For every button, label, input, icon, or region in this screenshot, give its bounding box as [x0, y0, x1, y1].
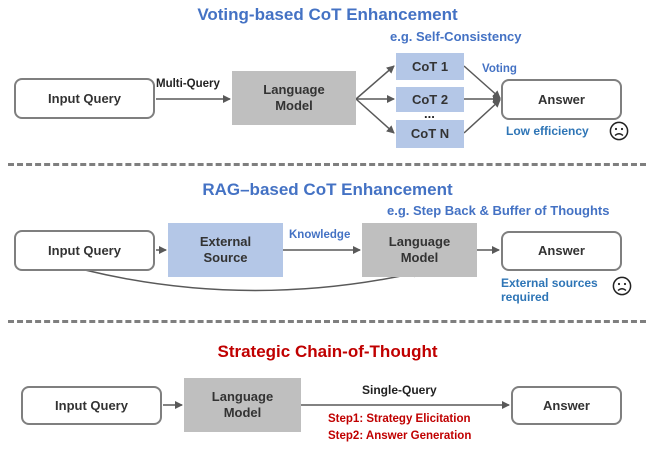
- cot-1-box: CoT 1: [396, 53, 464, 80]
- sad-face-icon: [612, 276, 632, 296]
- arrow-input-to-model-curve: [84, 269, 421, 292]
- cot-2-label: CoT 2: [411, 91, 449, 107]
- knowledge-label: Knowledge: [289, 229, 351, 241]
- section-divider: [8, 163, 646, 166]
- answer-box: Answer: [501, 79, 622, 120]
- answer-label: Answer: [538, 243, 585, 258]
- cot-2-box: CoT 2: [396, 87, 464, 112]
- language-model-box: Language Model: [184, 378, 301, 432]
- voting-label: Voting: [482, 63, 517, 75]
- language-model-label: Language Model: [388, 234, 451, 265]
- external-source-label: External Source: [199, 234, 252, 265]
- section1-example: e.g. Self-Consistency: [390, 29, 522, 44]
- step2-label: Step2: Answer Generation: [328, 430, 472, 442]
- cot-ellipsis: ...: [424, 106, 435, 121]
- input-query-label: Input Query: [48, 90, 121, 106]
- cot-n-label: CoT N: [410, 126, 450, 141]
- single-query-label: Single-Query: [362, 383, 437, 397]
- answer-box: Answer: [511, 386, 622, 425]
- cot-n-box: CoT N: [396, 120, 464, 148]
- answer-box: Answer: [501, 231, 622, 271]
- arrow-model-to-cotn: [355, 98, 395, 134]
- section2-example: e.g. Step Back & Buffer of Thoughts: [387, 203, 610, 218]
- step1-label: Step1: Strategy Elicitation: [328, 413, 471, 425]
- cot-1-label: CoT 1: [411, 58, 449, 74]
- section2-title: RAG–based CoT Enhancement: [202, 180, 453, 199]
- answer-label: Answer: [538, 91, 585, 107]
- input-query-label: Input Query: [48, 242, 121, 258]
- input-query-box: Input Query: [21, 386, 162, 425]
- section-divider: [8, 320, 646, 323]
- answer-label: Answer: [543, 397, 590, 413]
- language-model-label: Language Model: [263, 82, 325, 113]
- section3-title: Strategic Chain-of-Thought: [217, 342, 438, 361]
- arrow-model-to-cot1: [355, 65, 395, 100]
- external-sources-note: External sources required: [501, 276, 598, 304]
- multi-query-label: Multi-Query: [156, 78, 220, 90]
- language-model-label: Language Model: [211, 389, 274, 420]
- input-query-label: Input Query: [55, 397, 128, 413]
- input-query-box: Input Query: [14, 78, 155, 119]
- language-model-box: Language Model: [362, 223, 477, 277]
- external-source-box: External Source: [168, 223, 283, 277]
- language-model-box: Language Model: [232, 71, 356, 125]
- arrow-cotn-to-answer: [463, 99, 501, 134]
- arrow-cot1-to-answer: [463, 65, 501, 99]
- low-efficiency-note: Low efficiency: [506, 124, 589, 138]
- sad-face-icon: [609, 121, 629, 141]
- section1-title: Voting-based CoT Enhancement: [197, 5, 458, 24]
- input-query-box: Input Query: [14, 230, 155, 271]
